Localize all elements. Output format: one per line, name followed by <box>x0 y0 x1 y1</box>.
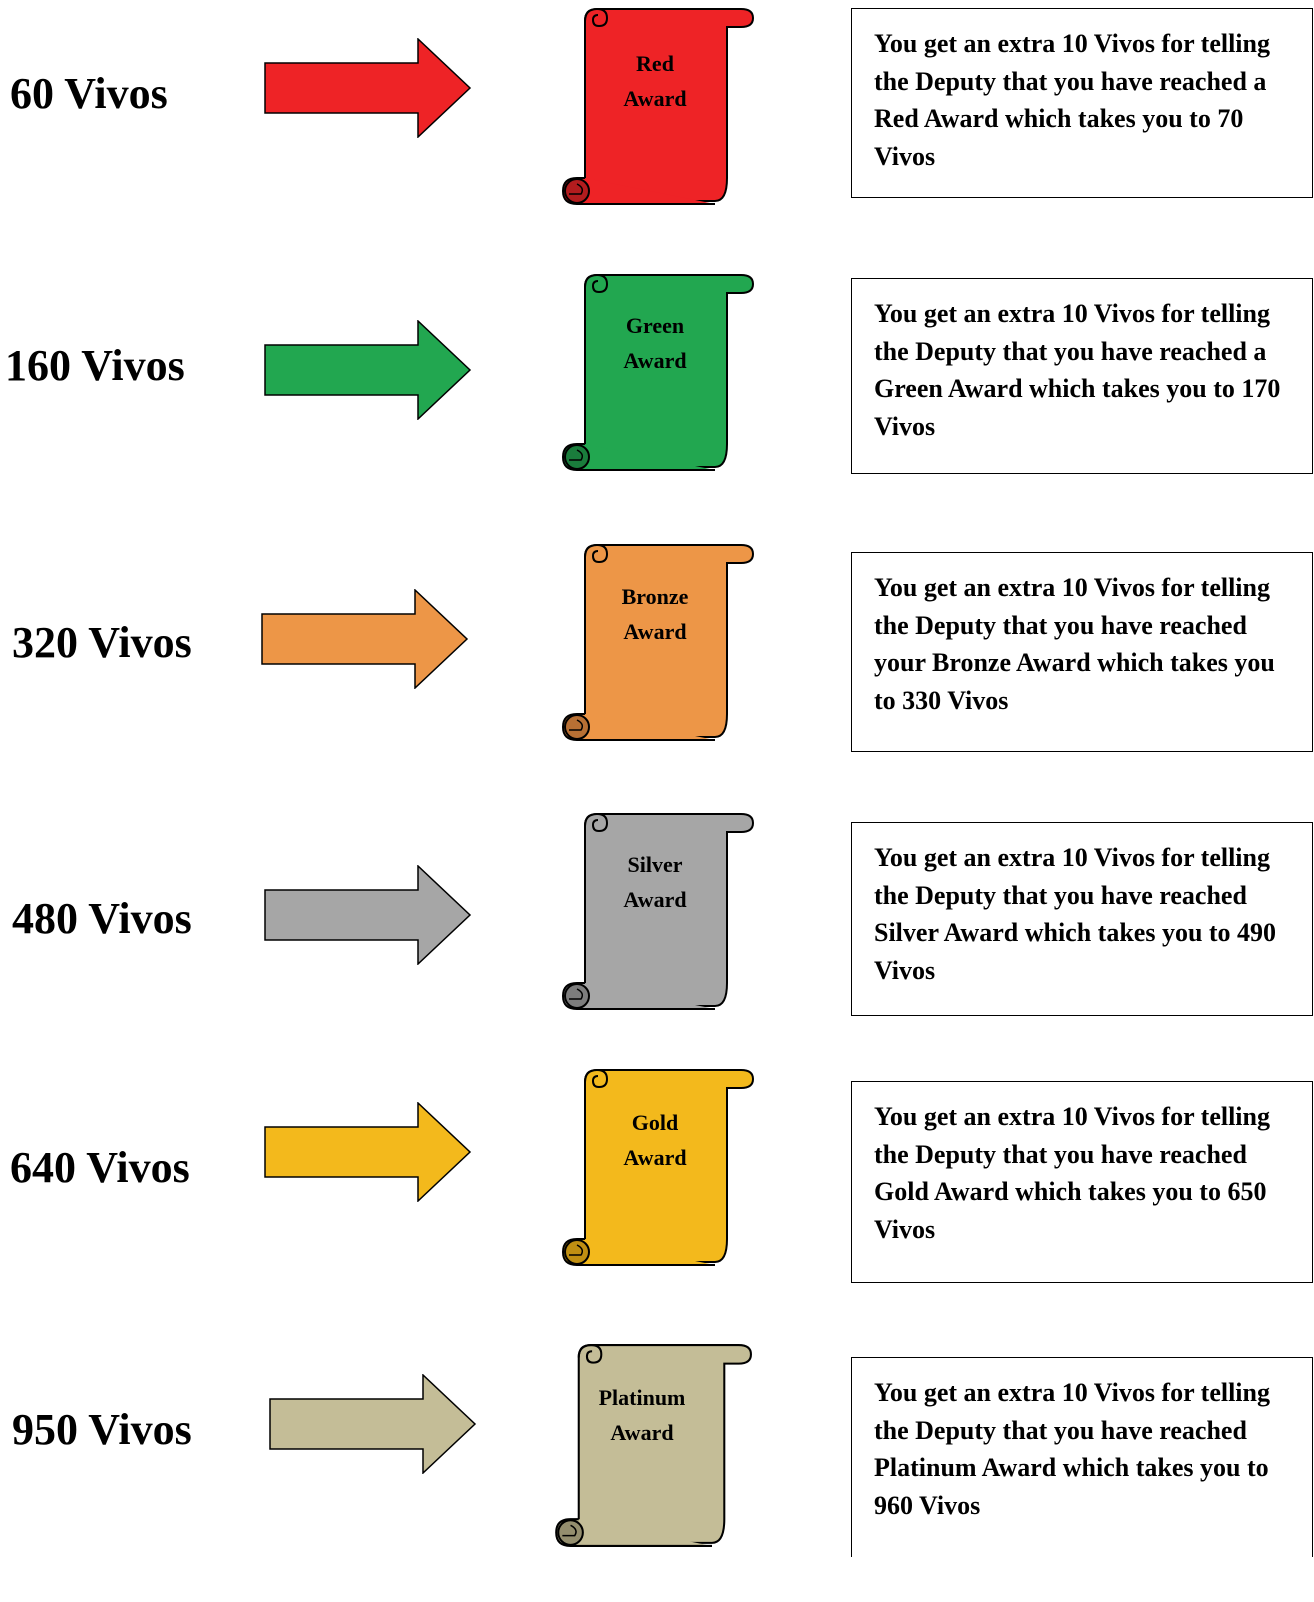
award-description: You get an extra 10 Vivos for telling th… <box>851 1357 1313 1557</box>
award-row-red: 60 Vivos Red Award You get an extra 10 V… <box>0 0 1314 260</box>
award-description: You get an extra 10 Vivos for telling th… <box>851 1081 1313 1283</box>
points-label: 950 Vivos <box>12 1405 192 1454</box>
award-title: Red Award <box>623 51 687 111</box>
award-row-bronze: 320 Vivos Bronze Award You get an extra … <box>0 541 1314 801</box>
award-description: You get an extra 10 Vivos for telling th… <box>851 552 1313 752</box>
award-title: Platinum Award <box>598 1385 686 1445</box>
scroll-icon: Platinum Award <box>548 1342 753 1548</box>
award-title: Bronze Award <box>621 584 689 644</box>
award-title: Silver Award <box>623 852 687 912</box>
arrow-right-icon <box>263 1102 473 1202</box>
scroll-icon: Green Award <box>555 272 755 472</box>
award-description: You get an extra 10 Vivos for telling th… <box>851 8 1313 198</box>
award-row-green: 160 Vivos Green Award You get an extra 1… <box>0 270 1314 530</box>
arrow-right-icon <box>260 589 470 689</box>
award-title: Gold Award <box>623 1110 687 1170</box>
award-row-gold: 640 Vivos Gold Award You get an extra 10… <box>0 1067 1314 1327</box>
points-label: 480 Vivos <box>12 894 192 943</box>
arrow-right-icon <box>263 320 473 420</box>
points-label: 640 Vivos <box>10 1143 190 1192</box>
scroll-icon: Red Award <box>555 6 755 206</box>
award-description: You get an extra 10 Vivos for telling th… <box>851 822 1313 1016</box>
arrow-right-icon <box>263 38 473 138</box>
arrow-right-icon <box>263 865 473 965</box>
scroll-icon: Gold Award <box>555 1067 755 1267</box>
scroll-icon: Silver Award <box>555 811 755 1011</box>
award-row-silver: 480 Vivos Silver Award You get an extra … <box>0 809 1314 1069</box>
award-row-platinum: 950 Vivos Platinum Award You get an extr… <box>0 1342 1314 1602</box>
points-label: 60 Vivos <box>10 69 168 118</box>
scroll-icon: Bronze Award <box>555 542 755 742</box>
points-label: 320 Vivos <box>12 618 192 667</box>
award-description: You get an extra 10 Vivos for telling th… <box>851 278 1313 474</box>
award-title: Green Award <box>623 313 687 373</box>
arrow-right-icon <box>268 1374 478 1474</box>
points-label: 160 Vivos <box>5 341 185 390</box>
